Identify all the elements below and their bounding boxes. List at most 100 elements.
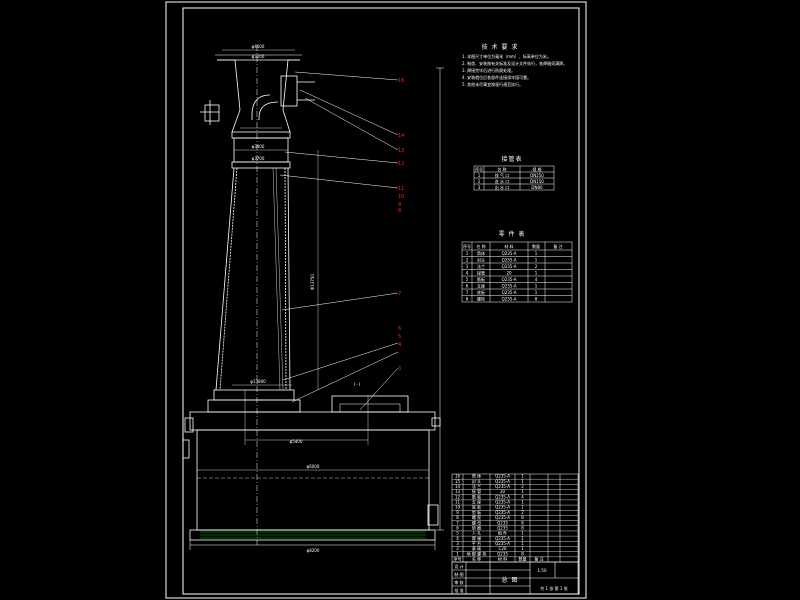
bom-cell: Q235-A: [495, 484, 510, 489]
title-block: 设 计 制 图 审 核 批 准 总 图 1:50 共 1 张 第 1 张: [451, 561, 579, 595]
parts-table-cell: 2: [535, 264, 538, 269]
parts-table-cell: 封头: [477, 257, 485, 263]
parts-table-cell: Q235-A: [502, 264, 517, 269]
nozzle-table-cell: 出 水 口: [495, 184, 510, 190]
callout-13: 13: [398, 148, 404, 154]
parts-table-cell: 螺栓: [477, 296, 485, 302]
nozzle-table-cell: 1: [478, 173, 481, 178]
parts-table-cell: 1: [535, 251, 538, 256]
bom-cell: Q235: [497, 551, 508, 556]
bom-cell: 8: [521, 525, 524, 530]
bom-cell: 6: [456, 525, 459, 530]
callout-11: 11: [398, 186, 404, 192]
callout-12: 12: [398, 161, 404, 167]
bom-cell: Q235-A: [495, 510, 510, 515]
tech-note-line: 4. 安装就位后各部件连接须牢固可靠。: [462, 74, 531, 80]
dim-shell-upper: φ3400: [252, 144, 265, 149]
bom-cell: Q235: [497, 520, 508, 525]
parts-table-cell: 7: [466, 290, 469, 295]
bom-cell: 支 座: [472, 499, 481, 505]
bom-cell: 9: [456, 510, 459, 515]
dim-foundation-width: φ6000: [307, 464, 320, 469]
dim-flange: φ3200: [252, 54, 265, 59]
dim-shell-lower: φ13800: [250, 379, 266, 384]
callout-8: 8: [398, 208, 401, 214]
bom-cell: 1: [521, 474, 524, 479]
bom-cell: Q235-A: [495, 536, 510, 541]
parts-table-cell: Q235-A: [502, 251, 517, 256]
parts-table-cell: 3: [466, 264, 469, 269]
bom-cell: 1: [521, 479, 524, 484]
parts-table-cell: 1: [535, 284, 538, 289]
bom-cell: 封 头: [472, 478, 481, 484]
drawing-scale: 1:50: [538, 568, 547, 573]
dim-shell-mid: φ3700: [252, 156, 265, 161]
parts-table-cell: 20: [506, 271, 512, 276]
bom-cell: Q235-A: [495, 515, 510, 520]
callout-14: 14: [398, 133, 404, 139]
drawing-name: 总 图: [502, 576, 519, 584]
bom-cell: Q235-A: [495, 479, 510, 484]
bom-cell: 地 脚 螺 栓: [467, 550, 487, 556]
parts-table-cell: 6: [466, 284, 469, 289]
bom-cell: 7: [456, 520, 459, 525]
parts-table-cell: Q235-A: [502, 290, 517, 295]
parts-table-cell: Q235-A: [502, 297, 517, 302]
parts-table-cell: Q235-A: [502, 258, 517, 263]
callout-9: 9: [398, 202, 401, 208]
nozzle-table-header: 序号: [475, 166, 483, 172]
bom-cell: 11: [455, 500, 461, 505]
callout-3: 3: [398, 366, 401, 372]
bom-cell: 5: [456, 531, 459, 536]
parts-table-cell: 接管: [477, 270, 485, 276]
parts-table-header: 序号: [463, 243, 471, 249]
bom-cell: 10: [455, 505, 461, 510]
bom-cell: 螺 栓: [472, 514, 481, 520]
bom-cell: 8: [521, 520, 524, 525]
callout-5: 5: [398, 334, 401, 340]
technical-notes: 技 术 要 求 1. 本图尺寸单位为毫米（mm），标高单位为米。 2. 制造、安…: [462, 43, 567, 87]
parts-table-cell: Q235-A: [502, 284, 517, 289]
tech-note-line: 5. 其他未尽事宜按现行规范执行。: [462, 81, 523, 87]
bom-cell: 2: [521, 510, 524, 515]
callout-leaders: [279, 71, 399, 411]
bom-cell: 2: [456, 546, 459, 551]
callout-7: 7: [398, 291, 401, 297]
parts-table-cell: 支座: [477, 283, 485, 289]
bom-cell: 8: [521, 515, 524, 520]
title-label: 批 准: [454, 587, 463, 593]
nozzle-table-cell: DN80: [531, 185, 543, 190]
dimension-texts: φ4600 φ3200 φ3400 φ3700 Φ13750 φ13800 φ5…: [250, 44, 360, 553]
parts-table-cell: 8: [466, 297, 469, 302]
parts-table-cell: 法兰: [477, 263, 485, 269]
bom-cell: 1: [521, 489, 524, 494]
nozzle-table-cell: 排 气 口: [495, 172, 510, 178]
bom-cell: 1: [521, 500, 524, 505]
bom-cell: 14: [455, 484, 461, 489]
bom-header: 材 料: [498, 556, 507, 562]
parts-table-cell: 2: [466, 258, 469, 263]
outer-frame: [165, 1, 587, 599]
bom-cell: 1: [456, 551, 459, 556]
bom-cell: 2: [521, 484, 524, 489]
bom-cell: 基 础: [472, 545, 481, 551]
nozzle-table-cell: 2: [478, 179, 481, 184]
bom-cell: 平 台: [472, 540, 481, 546]
parts-table-cell: 1: [535, 290, 538, 295]
bom-cell: 1: [521, 536, 524, 541]
bom-cell: Q235-A: [495, 505, 510, 510]
nozzle-table-header: 名 称: [497, 166, 506, 172]
parts-table-cell: 1: [535, 271, 538, 276]
nozzle-table-title: 接管表: [501, 155, 522, 163]
callout-6: 6: [398, 326, 401, 332]
bom-cell: 筒 体: [472, 473, 481, 479]
nozzle-table-cell: 进 水 口: [495, 178, 510, 184]
callout-10: 10: [398, 194, 404, 200]
bom-cell: 8: [456, 515, 459, 520]
title-label: 审 核: [454, 579, 463, 585]
nozzle-table-cell: DN150: [530, 179, 544, 184]
bom-cell: Q235-A: [495, 474, 510, 479]
parts-table-header: 备 注: [553, 243, 562, 249]
title-label: 制 图: [454, 571, 463, 577]
